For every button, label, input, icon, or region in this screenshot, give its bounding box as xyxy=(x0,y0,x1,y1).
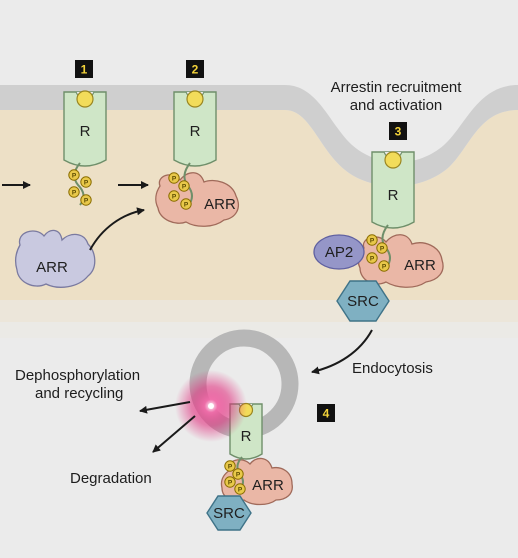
svg-text:1: 1 xyxy=(81,63,88,77)
phosphate-label: P xyxy=(84,179,89,186)
phosphate-label: P xyxy=(228,463,233,470)
endosome-complex-step-4: ARR SRC R P P P P xyxy=(206,402,293,531)
svg-text:R: R xyxy=(388,187,399,204)
dephosphorylation-label-line1: Dephosphorylation xyxy=(15,367,140,384)
svg-text:R: R xyxy=(190,123,201,140)
phosphate-label: P xyxy=(382,263,387,270)
step-badge-1: 1 xyxy=(75,60,93,78)
phosphate-label: P xyxy=(172,175,177,182)
phosphate-label: P xyxy=(236,471,241,478)
phosphate-label: P xyxy=(370,237,375,244)
dephosphorylation-label-line2: and recycling xyxy=(35,385,123,402)
ligand-icon xyxy=(76,90,94,108)
recruitment-label-line2: and activation xyxy=(350,97,443,114)
svg-text:R: R xyxy=(241,428,252,445)
phosphate-label: P xyxy=(72,189,77,196)
degradation-label: Degradation xyxy=(70,470,152,487)
arrestin-inactive: ARR xyxy=(14,229,96,288)
phosphate-label: P xyxy=(228,479,233,486)
arrow-recycling xyxy=(139,401,191,414)
step-badge-3: 3 xyxy=(389,122,407,140)
arrow-arrestin-binding xyxy=(89,207,145,251)
phosphate-label: P xyxy=(238,486,243,493)
phosphate-label: P xyxy=(72,172,77,179)
svg-text:SRC: SRC xyxy=(347,293,379,310)
glow-center xyxy=(208,403,214,409)
svg-text:ARR: ARR xyxy=(252,477,284,494)
arrow-endocytosis xyxy=(311,329,373,375)
phosphate-label: P xyxy=(184,201,189,208)
svg-text:ARR: ARR xyxy=(404,257,436,274)
phosphate-label: P xyxy=(84,197,89,204)
endocytosis-label: Endocytosis xyxy=(352,360,433,377)
step-badge-4: 4 xyxy=(317,404,335,422)
svg-text:2: 2 xyxy=(192,63,199,77)
endocytic-complex-step-3: ARR AP2 SRC R P P P P xyxy=(313,151,444,322)
phosphate-label: P xyxy=(370,255,375,262)
svg-text:4: 4 xyxy=(323,407,330,421)
svg-text:R: R xyxy=(80,123,91,140)
receptor-step-1: R P P P P xyxy=(63,90,107,206)
phosphate-label: P xyxy=(172,193,177,200)
recruitment-label-line1: Arrestin recruitment xyxy=(331,79,463,96)
svg-text:SRC: SRC xyxy=(213,505,245,522)
phosphate-label: P xyxy=(380,245,385,252)
phosphate-label: P xyxy=(182,183,187,190)
step-badge-2: 2 xyxy=(186,60,204,78)
svg-text:ARR: ARR xyxy=(204,196,236,213)
svg-text:3: 3 xyxy=(395,125,402,139)
arrow-degradation xyxy=(152,415,196,453)
receptor-arrestin-complex-step-2: ARR R P P P P xyxy=(155,90,239,227)
svg-text:ARR: ARR xyxy=(36,259,68,276)
svg-text:AP2: AP2 xyxy=(325,244,353,261)
